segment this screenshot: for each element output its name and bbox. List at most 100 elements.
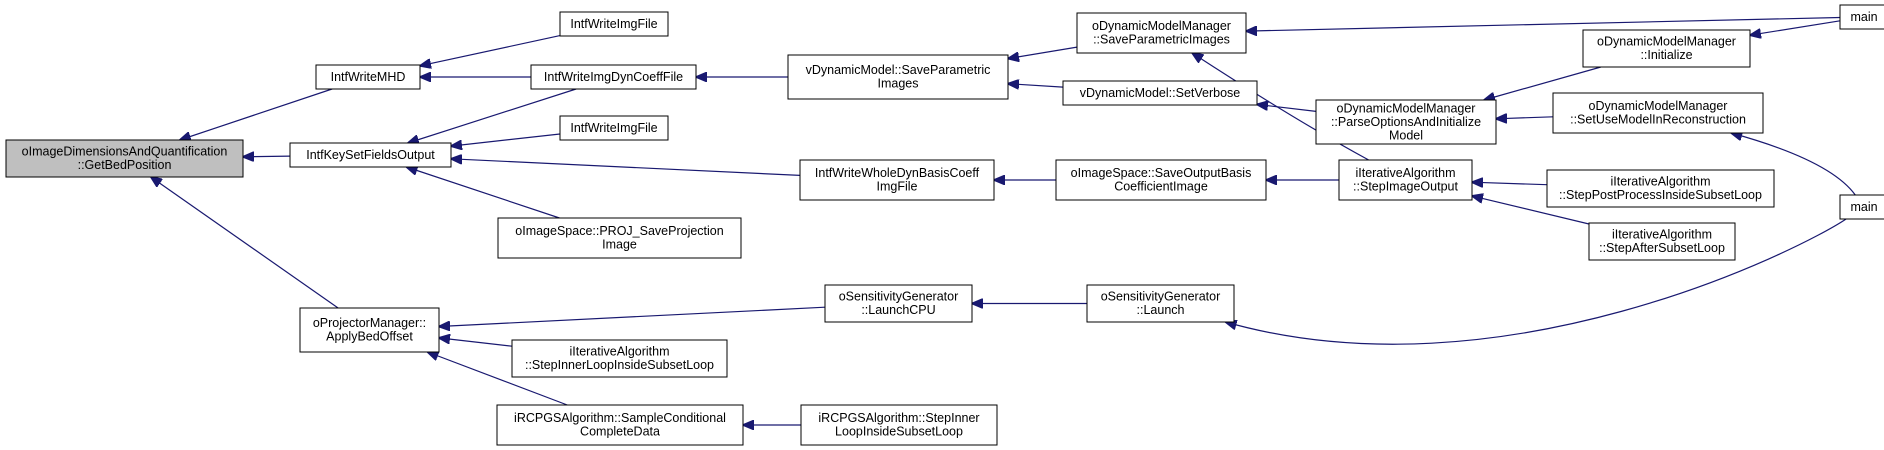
graph-node-get-bed[interactable]: oImageDimensionsAndQuantification::GetBe… [5,139,244,178]
node-label-line: oDynamicModelManager [1597,35,1736,49]
node-box [1588,222,1736,261]
graph-node-step-after[interactable]: iIterativeAlgorithm::StepAfterSubsetLoop [1588,222,1736,261]
node-label-line: IntfWriteMHD [331,70,406,84]
call-edge-projector_apply-to-get_bed [151,177,339,309]
node-label-line: ::StepImageOutput [1353,180,1458,194]
node-box [559,115,669,141]
node-box [1055,159,1267,201]
node-label-line: iRCPGSAlgorithm::StepInner [818,411,979,425]
call-edge-odm_setuse-to-odm_parse [1496,117,1554,119]
node-label-line: Model [1389,128,1423,142]
node-label-line: ::SetUseModelInReconstruction [1570,113,1746,127]
node-box [1546,169,1775,208]
call-edge-write_img_2-to-intf_key_set [451,133,561,146]
graph-node-write-img-dyn[interactable]: IntfWriteImgDynCoeffFile [530,64,697,90]
call-edge-step_inner-to-projector_apply [439,338,513,347]
graph-node-sens-cpu[interactable]: oSensitivityGenerator::LaunchCPU [824,284,973,323]
graph-node-odm-init[interactable]: oDynamicModelManager::Initialize [1582,29,1751,68]
node-label-line: IntfWriteImgFile [570,121,657,135]
node-box [1338,159,1473,201]
graph-node-vdm-verbose[interactable]: vDynamicModel::SetVerbose [1062,80,1258,106]
node-label-line: iIterativeAlgorithm [1355,166,1455,180]
node-label-line: vDynamicModel::SetVerbose [1080,86,1241,100]
node-label-line: iIterativeAlgorithm [1612,228,1712,242]
call-edge-sens_cpu-to-projector_apply [439,306,826,326]
node-label-line: ::GetBedPosition [78,158,172,172]
node-box [5,139,244,178]
node-label-line: IntfWriteWholeDynBasisCoeff [815,166,980,180]
graph-node-main-1[interactable]: main [1839,4,1884,30]
graph-node-intf-key-set[interactable]: IntfKeySetFieldsOutput [289,142,452,168]
node-label-line: oSensitivityGenerator [1101,290,1221,304]
graph-node-intf-write-mhd[interactable]: IntfWriteMHD [315,64,421,90]
call-edge-main_2-to-sens_launch [1226,218,1847,345]
call-edge-main_1-to-odm_save [1246,16,1841,32]
call-edge-main_1-to-odm_init [1750,20,1841,35]
call-edge-odm_save-to-vdm_save [1008,46,1078,59]
call-edge-write_whole-to-intf_key_set [451,159,801,176]
node-box [787,54,1009,100]
graph-node-odm-setuse[interactable]: oDynamicModelManager::SetUseModelInRecon… [1552,92,1764,134]
node-label-line: IntfKeySetFieldsOutput [306,148,435,162]
graph-node-step-post[interactable]: iIterativeAlgorithm::StepPostProcessInsi… [1546,169,1775,208]
node-label-line: oDynamicModelManager [1092,19,1231,33]
call-edge-odm_parse-to-vdm_verbose [1257,104,1317,112]
node-label-line: oSensitivityGenerator [839,290,959,304]
graph-node-rcpgs-step[interactable]: iRCPGSAlgorithm::StepInnerLoopInsideSubs… [800,404,998,446]
call-edge-write_img_dyn-to-intf_key_set [408,88,577,143]
node-box [1062,80,1258,106]
node-box [800,404,998,446]
node-box [1315,99,1497,145]
node-label-line: ::StepInnerLoopInsideSubsetLoop [525,358,714,372]
node-label-line: ::SaveParametricImages [1093,33,1230,47]
graph-node-odm-parse[interactable]: oDynamicModelManager::ParseOptionsAndIni… [1315,99,1497,145]
node-label-line: oProjectorManager:: [313,316,426,330]
call-edge-step_post-to-step_image_output [1472,182,1548,185]
node-label-line: ::StepAfterSubsetLoop [1599,241,1725,255]
node-label-line: iIterativeAlgorithm [569,345,669,359]
call-edge-intf_write_mhd-to-get_bed [180,88,333,140]
graph-node-step-inner[interactable]: iIterativeAlgorithm::StepInnerLoopInside… [511,339,728,378]
node-label-line: LoopInsideSubsetLoop [835,425,963,439]
node-box [496,404,744,446]
call-edge-intf_key_set-to-get_bed [243,156,291,157]
node-label-line: ::StepPostProcessInsideSubsetLoop [1559,188,1762,202]
graph-node-rcpgs-sample[interactable]: iRCPGSAlgorithm::SampleConditionalComple… [496,404,744,446]
node-label-line: ::ParseOptionsAndInitialize [1331,115,1481,129]
node-label-line: main [1850,200,1877,214]
node-label-line: oImageDimensionsAndQuantification [22,145,228,159]
graph-node-step-image-output[interactable]: iIterativeAlgorithm::StepImageOutput [1338,159,1473,201]
node-label-line: CoefficientImage [1114,180,1208,194]
graph-node-projector-apply[interactable]: oProjectorManager::ApplyBedOffset [299,307,440,353]
graph-node-vdm-save[interactable]: vDynamicModel::SaveParametricImages [787,54,1009,100]
graph-node-write-img-1[interactable]: IntfWriteImgFile [559,11,669,37]
call-edge-vdm_verbose-to-vdm_save [1008,84,1064,87]
node-label-line: main [1850,10,1877,24]
node-box [799,159,995,201]
node-box [497,217,742,259]
call-edge-odm_init-to-odm_parse [1484,66,1602,100]
graph-node-img-save-basis[interactable]: oImageSpace::SaveOutputBasisCoefficientI… [1055,159,1267,201]
graph-node-sens-launch[interactable]: oSensitivityGenerator::Launch [1086,284,1235,323]
node-box [1839,194,1884,220]
node-box [511,339,728,378]
node-box [1582,29,1751,68]
node-label-line: ImgFile [877,180,918,194]
node-label-line: oImageSpace::PROJ_SaveProjection [515,224,723,238]
node-label-line: CompleteData [580,425,660,439]
node-label-line: IntfWriteImgDynCoeffFile [544,70,683,84]
graph-node-main-2[interactable]: main [1839,194,1884,220]
node-label-line: IntfWriteImgFile [570,17,657,31]
node-label-line: iIterativeAlgorithm [1610,175,1710,189]
graph-node-write-img-2[interactable]: IntfWriteImgFile [559,115,669,141]
node-label-line: Image [602,238,637,252]
node-label-line: ::LaunchCPU [861,303,935,317]
node-label-line: ::Launch [1137,303,1185,317]
node-box [299,307,440,353]
graph-node-odm-save[interactable]: oDynamicModelManager::SaveParametricImag… [1076,12,1247,54]
node-label-line: oImageSpace::SaveOutputBasis [1071,166,1252,180]
node-label-line: oDynamicModelManager [1337,101,1476,115]
